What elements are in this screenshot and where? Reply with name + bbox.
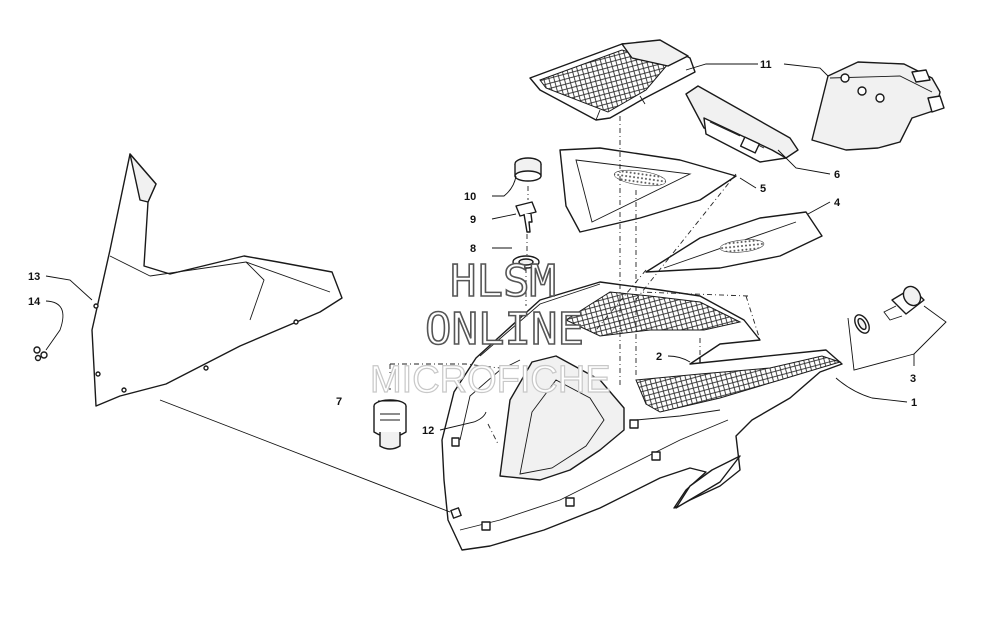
part-11-cover [811, 61, 945, 151]
part-14-screws [33, 346, 48, 362]
watermark: HLSM ONLINE MICROFICHE [369, 255, 611, 401]
callout-1: 1 [911, 397, 917, 409]
part-10-ignition-cap [514, 157, 542, 182]
part-3-outlet [854, 285, 925, 334]
alignment-lines [389, 116, 761, 445]
callout-4: 4 [834, 197, 841, 209]
part-6-module [685, 85, 799, 163]
part-5-decal [559, 147, 737, 233]
part-4-decal [645, 211, 823, 273]
watermark-line-2: ONLINE [425, 304, 584, 355]
leader-lines [45, 63, 947, 513]
watermark-line-1: HLSM [450, 256, 556, 307]
callout-11: 11 [760, 59, 772, 71]
part-7-fitting [373, 399, 407, 450]
callout-8: 8 [470, 243, 476, 255]
watermark-line-3: MICROFICHE [370, 359, 611, 401]
callout-12: 12 [422, 425, 434, 437]
callout-5: 5 [760, 183, 766, 195]
part-8-nut [512, 255, 540, 269]
callout-13: 13 [28, 271, 40, 283]
callout-3: 3 [910, 373, 916, 385]
part-11-mesh-tray [529, 39, 696, 121]
callout-6: 6 [834, 169, 840, 181]
callout-2: 2 [656, 351, 662, 363]
callout-14: 14 [28, 296, 41, 308]
part-9-key [515, 201, 537, 233]
part-13-windshield [91, 153, 343, 407]
callout-labels: 1 2 3 4 5 6 7 8 9 10 11 12 13 14 [28, 59, 917, 437]
callout-10: 10 [464, 191, 476, 203]
callout-9: 9 [470, 214, 476, 226]
callout-7: 7 [336, 396, 342, 408]
part-1-hood [441, 281, 843, 551]
